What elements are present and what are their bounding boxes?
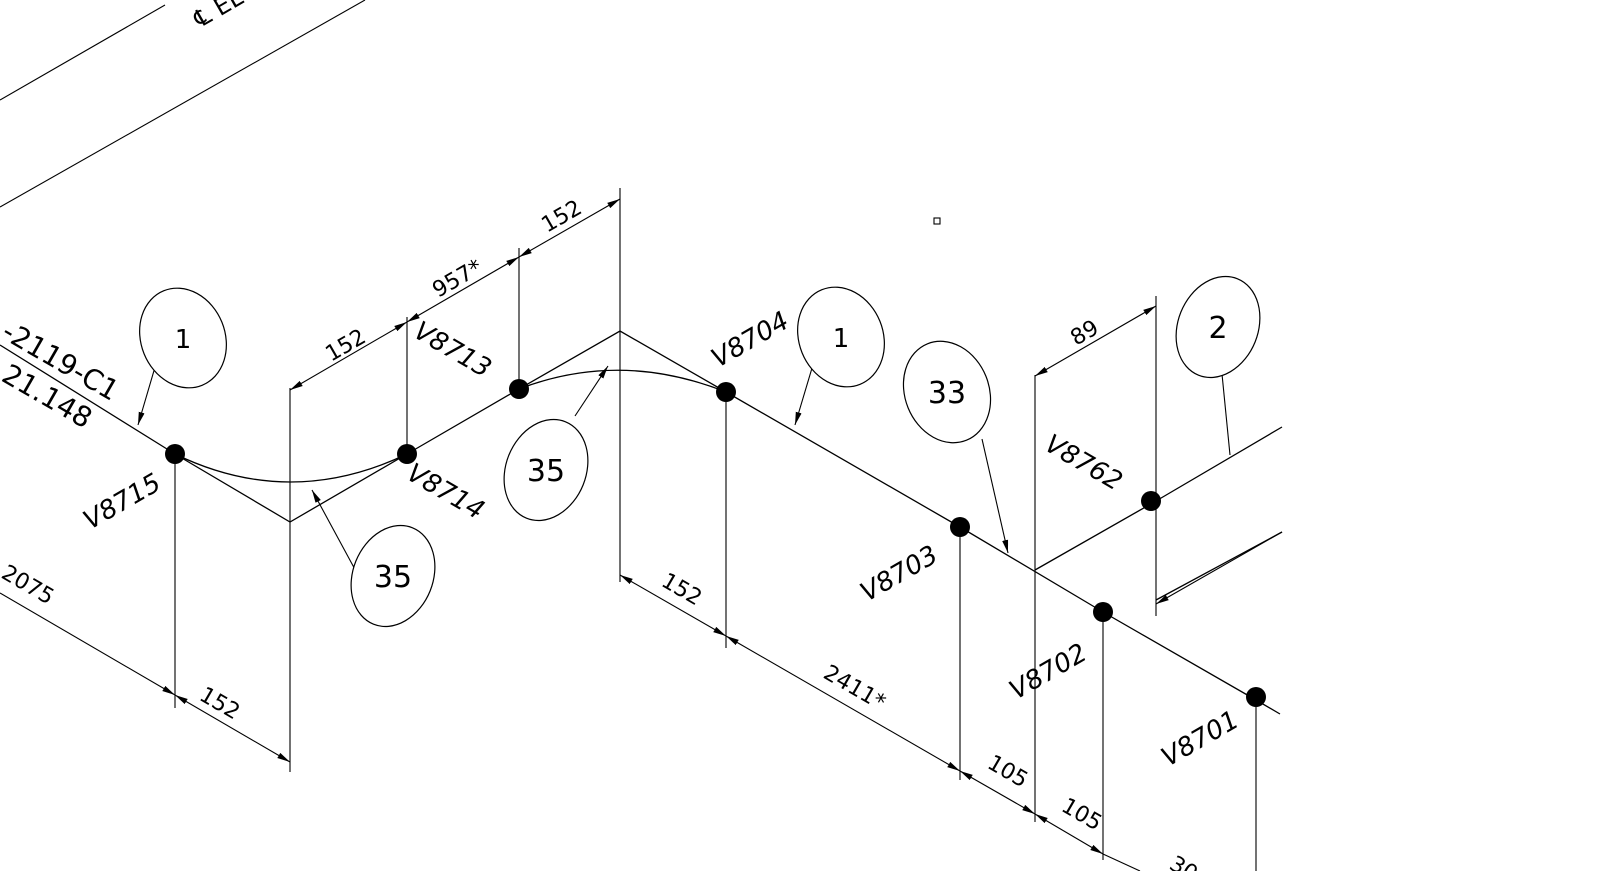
weld-label-v8702: V8702 — [1005, 638, 1093, 706]
dimension-lines — [0, 198, 1283, 871]
weld-dot-v8702 — [1093, 602, 1113, 622]
dim-text-105-a: 105 — [983, 751, 1032, 794]
weld-dot-v8701 — [1246, 687, 1266, 707]
weld-dot-v8703 — [950, 517, 970, 537]
svg-text:2: 2 — [1208, 311, 1227, 346]
svg-text:1: 1 — [833, 324, 850, 354]
callout-bubble-1: 1 — [139, 287, 227, 389]
dim-text-2075: 2075 — [0, 561, 58, 611]
weld-points — [165, 379, 1266, 707]
dim-text-152-a: 152 — [195, 683, 244, 726]
extension-lines — [174, 188, 1257, 871]
dim-text-957: 957* — [429, 255, 487, 303]
weld-dot-v8704 — [716, 382, 736, 402]
callout-bubble-33: 33 — [902, 340, 992, 444]
svg-text:35: 35 — [374, 560, 412, 595]
marker-square — [933, 217, 941, 225]
weld-label-v8701: V8701 — [1157, 705, 1245, 773]
centerline-lower — [0, 0, 366, 208]
callout-bubble-2: 2 — [1175, 275, 1261, 379]
weld-dot-v8762 — [1141, 491, 1161, 511]
weld-dot-v8713 — [509, 379, 529, 399]
weld-label-v8715: V8715 — [79, 468, 167, 536]
weld-dot-v8715 — [165, 444, 185, 464]
centerline-label: ℄ EL — [188, 0, 248, 34]
bend-curve-2 — [518, 369, 727, 393]
dim-text-30: 30 — [1165, 852, 1202, 871]
weld-label-v8704: V8704 — [707, 306, 795, 374]
svg-text:1: 1 — [175, 325, 192, 355]
weld-dot-v8714 — [397, 444, 417, 464]
weld-label-v8762: V8762 — [1040, 429, 1128, 497]
svg-text:33: 33 — [928, 376, 966, 411]
callout-bubble-35b: 35 — [503, 418, 589, 522]
callout-bubble-1b: 1 — [797, 286, 885, 388]
weld-label-v8714: V8714 — [402, 458, 490, 526]
bend-curve-1 — [174, 453, 408, 483]
centerline-upper — [0, 4, 166, 101]
dim-text-2411: 2411* — [819, 661, 890, 716]
svg-text:35: 35 — [527, 454, 565, 489]
dim-text-152-d: 152 — [657, 569, 706, 612]
dim-text-105-b: 105 — [1057, 794, 1106, 837]
pipe-route — [0, 330, 1283, 715]
weld-label-v8713: V8713 — [409, 316, 497, 384]
dim-text-89: 89 — [1067, 316, 1104, 352]
callout-bubble-35a: 35 — [350, 524, 436, 628]
weld-label-v8703: V8703 — [856, 540, 944, 608]
dim-text-152-b: 152 — [322, 325, 371, 368]
